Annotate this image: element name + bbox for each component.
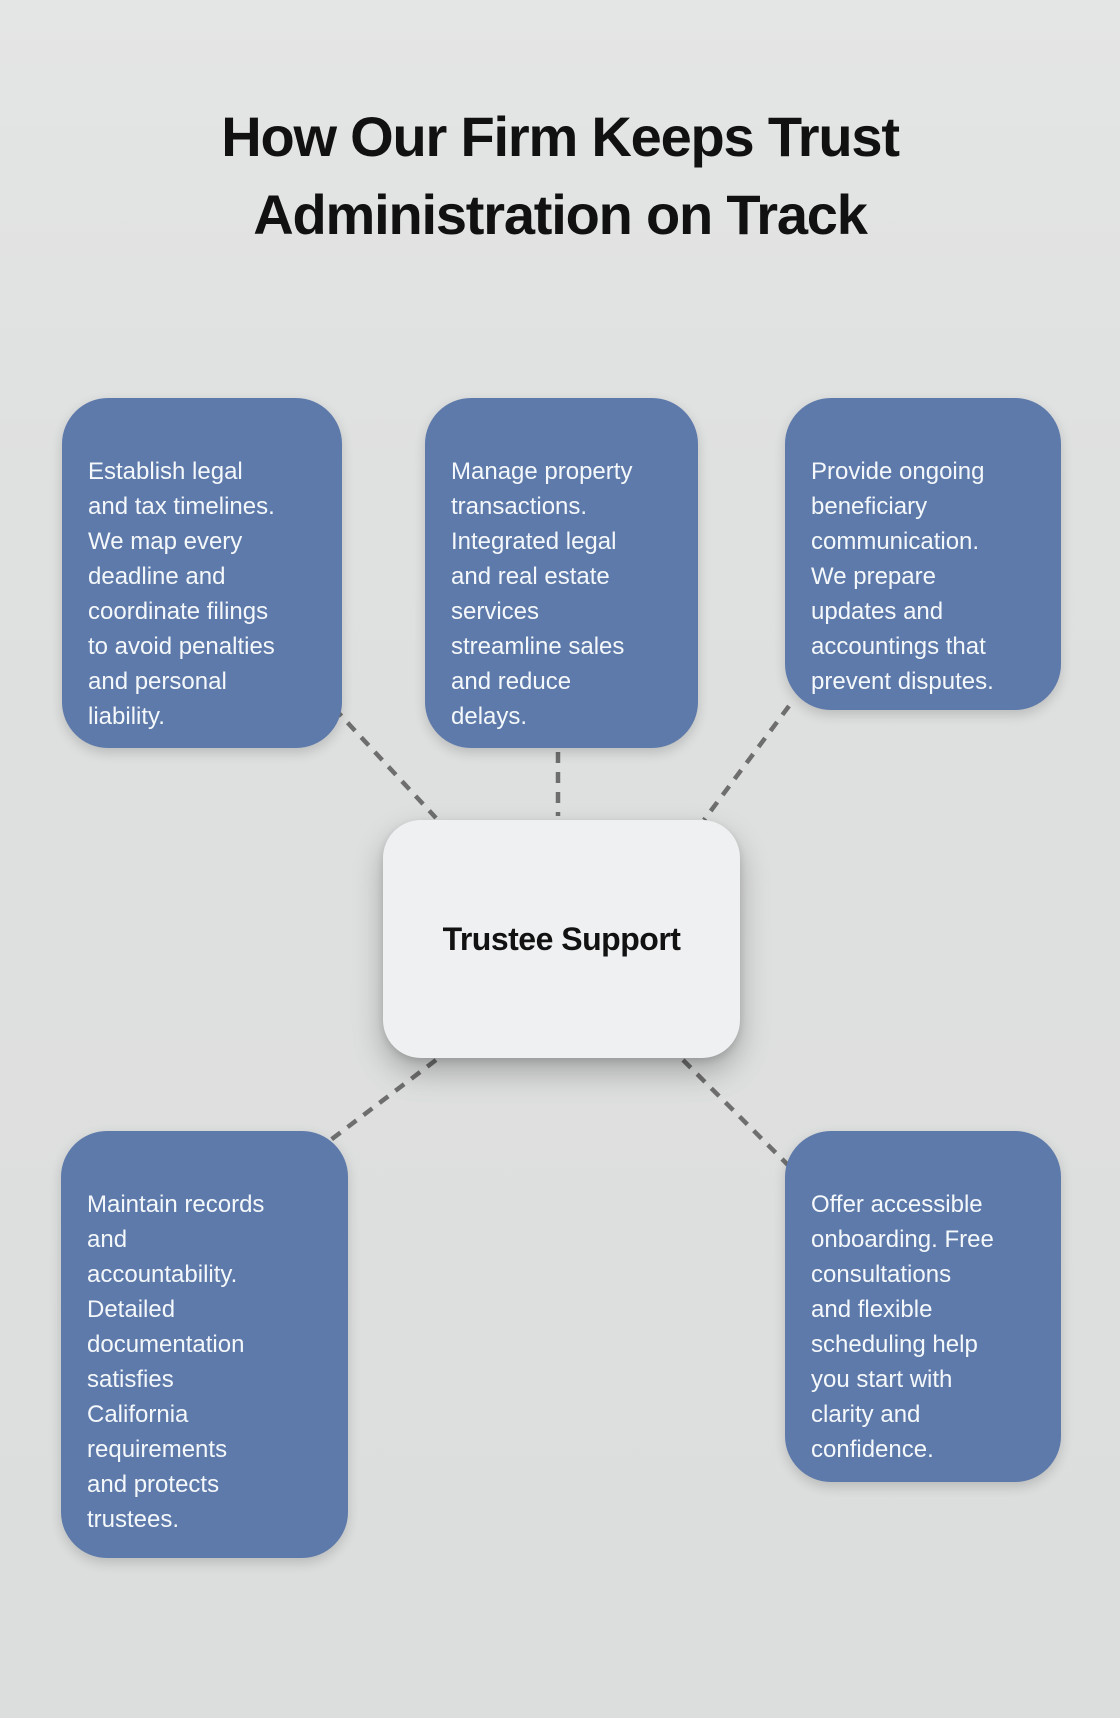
node-box-records-accountability: Maintain records and accountability. Det… bbox=[61, 1131, 348, 1558]
node-text-records-accountability: Maintain records and accountability. Det… bbox=[87, 1191, 265, 1533]
node-box-accessible-onboarding: Offer accessible onboarding. Free consul… bbox=[785, 1131, 1061, 1482]
node-text-beneficiary-communication: Provide ongoing beneficiary communicatio… bbox=[811, 458, 994, 695]
node-text-accessible-onboarding: Offer accessible onboarding. Free consul… bbox=[811, 1191, 994, 1463]
center-node-trustee-support: Trustee Support bbox=[383, 820, 740, 1058]
page-title-line-1: How Our Firm Keeps Trust bbox=[221, 105, 900, 168]
node-box-manage-property-transactions: Manage property transactions. Integrated… bbox=[425, 398, 698, 748]
center-node-label: Trustee Support bbox=[442, 920, 681, 957]
page-title: How Our Firm Keeps Trust Administration … bbox=[0, 98, 1120, 254]
connector-line-top-right bbox=[702, 704, 791, 822]
node-box-establish-timelines: Establish legal and tax timelines. We ma… bbox=[62, 398, 342, 748]
page-title-line-2: Administration on Track bbox=[253, 183, 868, 246]
node-text-manage-property-transactions: Manage property transactions. Integrated… bbox=[451, 458, 633, 730]
connector-line-bottom-left bbox=[326, 1058, 438, 1144]
connector-line-bottom-right bbox=[681, 1058, 790, 1167]
node-box-beneficiary-communication: Provide ongoing beneficiary communicatio… bbox=[785, 398, 1061, 710]
node-text-establish-timelines: Establish legal and tax timelines. We ma… bbox=[88, 458, 275, 730]
connector-line-top-left bbox=[332, 706, 438, 820]
